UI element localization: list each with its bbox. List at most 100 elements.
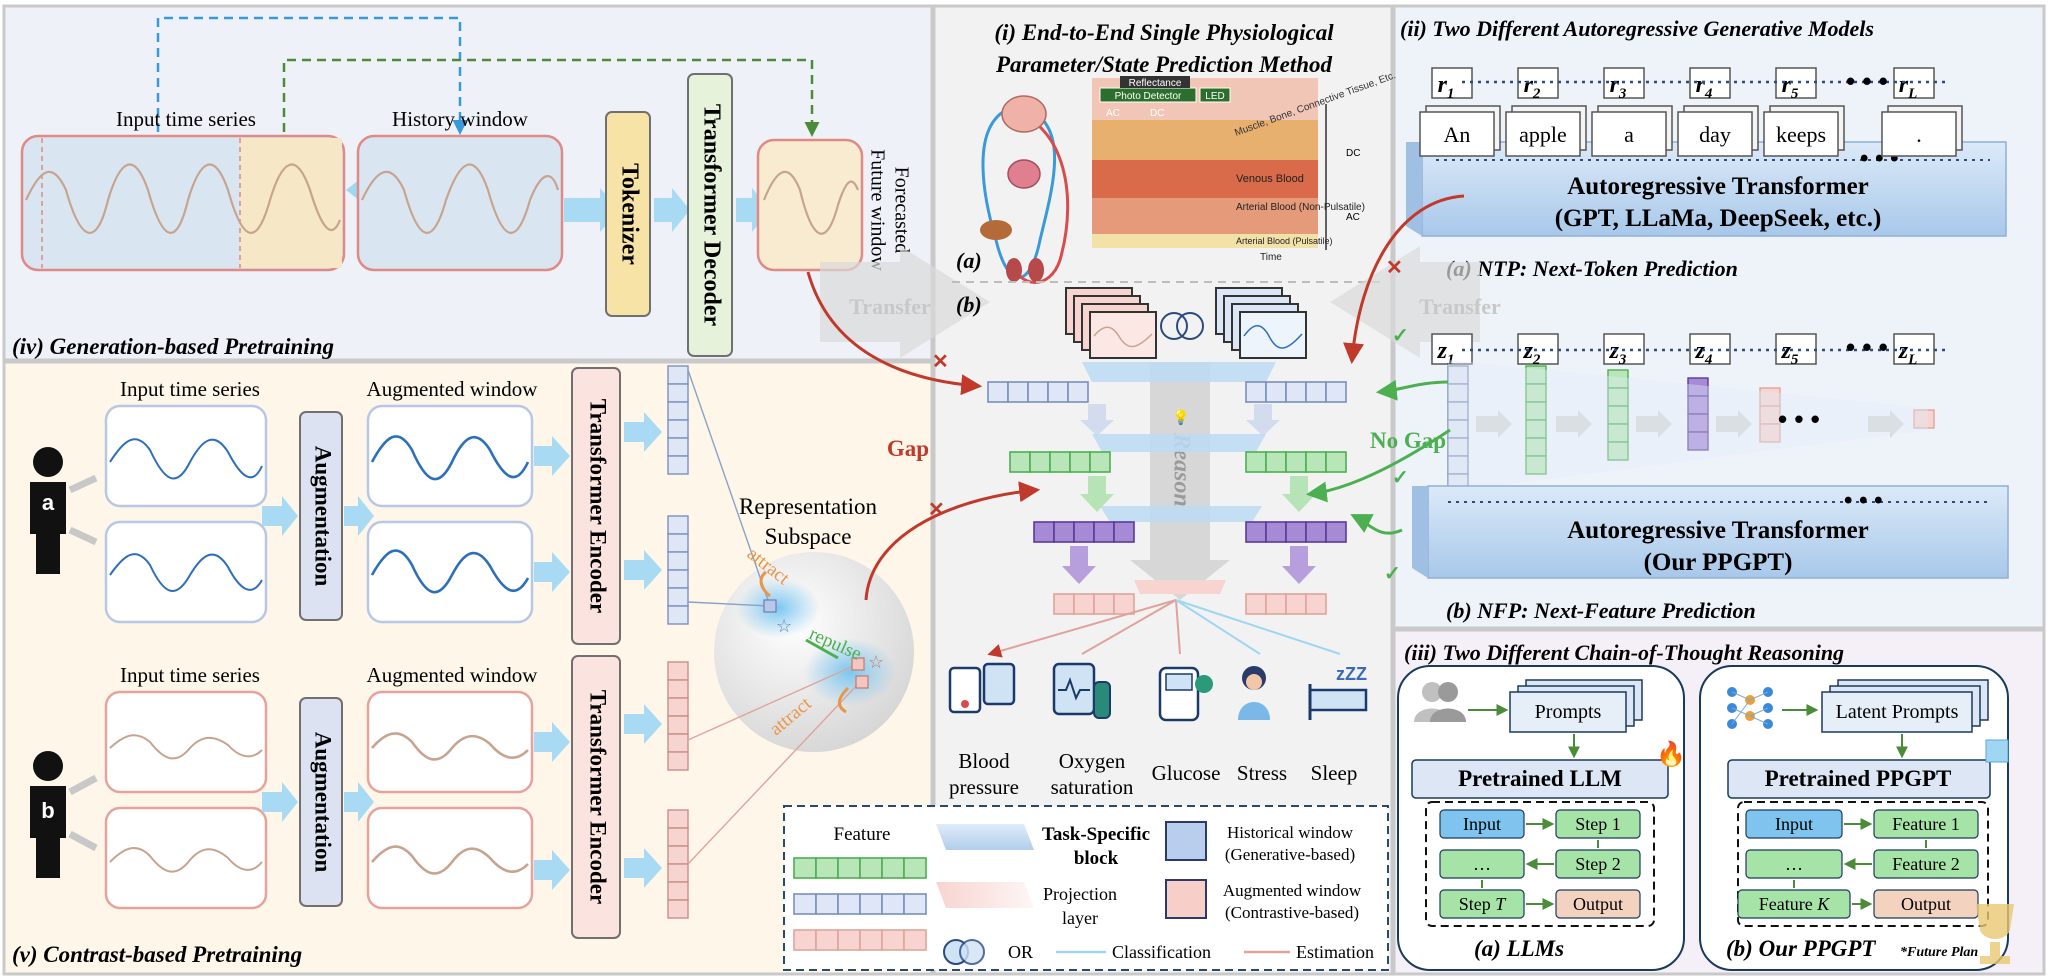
- skin-layers-illustration: Photo Detector LED Reflectance AC DC Mus…: [1092, 70, 1397, 263]
- legend-historical-swatch: [1165, 821, 1207, 861]
- feature-cell: [881, 929, 905, 951]
- decoder-label: Transformer Decoder: [698, 104, 724, 327]
- word-token-box: [1505, 111, 1581, 157]
- transformer-1-sublabel: (GPT, LLaMa, DeepSeek, etc.): [1555, 205, 1882, 232]
- transformer-1-label: Autoregressive Transformer: [1567, 173, 1869, 200]
- feature-cell: [1305, 381, 1327, 403]
- cot-left-prompts: Prompts: [1535, 701, 1602, 723]
- cot-right-model: Pretrained PPGPT: [1765, 766, 1952, 791]
- series-b1-box: [104, 690, 268, 794]
- nfp-feature-cell: [1759, 423, 1781, 443]
- word-token-label: An: [1444, 122, 1471, 147]
- word-token-box: [1763, 111, 1839, 157]
- feature-cell: [1113, 521, 1135, 543]
- generation-title: (iv) Generation-based Pretraining: [12, 334, 334, 359]
- feature-cell: [667, 845, 689, 865]
- task-label-blood-1: Blood: [958, 749, 1010, 773]
- feature-cell: [1285, 521, 1307, 543]
- feature-cell: [1027, 381, 1049, 403]
- legend-projection-shape: [936, 882, 1034, 908]
- task-label-stress: Stress: [1237, 761, 1287, 785]
- feature-column-a2: [667, 515, 689, 625]
- subject-b-label: b: [41, 798, 54, 823]
- center-title-1: (i) End-to-End Single Physiological: [994, 20, 1334, 45]
- feature-cell: [1049, 451, 1071, 473]
- neural-net-icon: [1727, 687, 1773, 729]
- cot-right-stepK-label: Feature K: [1759, 894, 1830, 914]
- augmentation-a-block: [299, 411, 343, 621]
- cot-left-caption: (a) LLMs: [1474, 936, 1564, 961]
- cot-left-dots-label: …: [1473, 854, 1491, 874]
- feature-cell: [1305, 521, 1327, 543]
- center-section: (i) End-to-End Single Physiological Para…: [783, 20, 1397, 971]
- feature-cell: [1073, 521, 1095, 543]
- augmentation-b-block: [299, 697, 343, 907]
- svg-text:✕: ✕: [932, 351, 949, 373]
- cot-right-stepK: [1737, 889, 1851, 919]
- svg-text:☆: ☆: [776, 616, 792, 636]
- encoder-b-block: [571, 655, 621, 939]
- augmentation-a-label: Augmentation: [311, 446, 336, 587]
- nfp-feature-cell: [1687, 431, 1709, 451]
- cot-left-stepT-label: Step T: [1459, 894, 1508, 914]
- arterial-non-label: Arterial Blood (Non-Pulsatile): [1236, 202, 1365, 213]
- feature-row-left-2: [1009, 451, 1111, 473]
- autoregressive-section: (ii) Two Different Autoregressive Genera…: [1330, 16, 2009, 623]
- aug-b2-wave: [371, 845, 529, 875]
- feature-cell: [1285, 593, 1307, 615]
- feature-cell: [1325, 381, 1347, 403]
- cot-right-step2-label: Feature 2: [1892, 854, 1959, 874]
- feature-cell: [1245, 381, 1267, 403]
- task-label-oxygen-1: Oxygen: [1059, 749, 1126, 773]
- legend-feature-pink: [793, 929, 927, 951]
- feature-cell: [987, 381, 1009, 403]
- feature-cell: [667, 881, 689, 901]
- connection-arrows: ✕ ✕ ✕ ✓ ✓ ✓: [806, 194, 1465, 601]
- nfp-feature-cell: [1525, 455, 1547, 475]
- cot-left-step1: [1555, 809, 1641, 839]
- legend-projection-label-2: layer: [1062, 908, 1098, 928]
- feature-cell: [815, 857, 839, 879]
- legend-augmented-swatch: [1165, 879, 1207, 919]
- nfp-step-arrow: [1636, 410, 1672, 438]
- feature-cell: [1325, 521, 1347, 543]
- dc-side-label: DC: [1346, 148, 1360, 159]
- task-fan-lines: [987, 599, 1341, 658]
- nfp-feature-columns: [1447, 365, 1935, 493]
- feature-cell: [903, 857, 927, 879]
- feature-cell: [667, 437, 689, 457]
- feature-cell: [903, 893, 927, 915]
- transfer-label-left: Transfer: [849, 294, 931, 319]
- feature-row-left-3: [1033, 521, 1135, 543]
- feature-column-a1: [667, 365, 689, 475]
- feature-cell: [667, 899, 689, 919]
- legend-or-circle-right: [959, 939, 985, 965]
- task-block-2: [1092, 434, 1266, 452]
- word-token-box: [1677, 111, 1753, 157]
- cot-right-model-box: [1727, 759, 1991, 799]
- feature-cell: [1053, 593, 1075, 615]
- feature-cell: [1009, 451, 1031, 473]
- heart-icon: [1007, 159, 1041, 189]
- feature-cell: [667, 661, 689, 681]
- projection-block: [1134, 580, 1226, 594]
- feature-cell: [1033, 521, 1055, 543]
- feature-cell: [1093, 593, 1115, 615]
- feature-cell: [815, 929, 839, 951]
- transformer-2-sublabel: (Our PPGPT): [1644, 549, 1793, 576]
- feature-cell: [793, 857, 817, 879]
- series-b2-box: [104, 806, 268, 910]
- legend-task-block-label-1: Task-Specific: [1042, 824, 1150, 845]
- kidney-left-icon: [1006, 258, 1022, 282]
- feature-cell: [837, 929, 861, 951]
- arterial-pulse-label: Arterial Blood (Pulsatile): [1236, 236, 1333, 246]
- nfp-label: (b) NFP: Next-Feature Prediction: [1446, 598, 1756, 623]
- word-token-label: apple: [1519, 122, 1567, 147]
- cot-left-model-box: [1411, 759, 1669, 799]
- cot-right-input: [1745, 809, 1843, 839]
- point-a1: [763, 599, 777, 613]
- cot-title: (iii) Two Different Chain-of-Thought Rea…: [1404, 640, 1844, 665]
- transfer-label-right: Transfer: [1419, 294, 1501, 319]
- photo-detector-label: Photo Detector: [1115, 91, 1182, 102]
- red-arrow-generation: [806, 271, 983, 396]
